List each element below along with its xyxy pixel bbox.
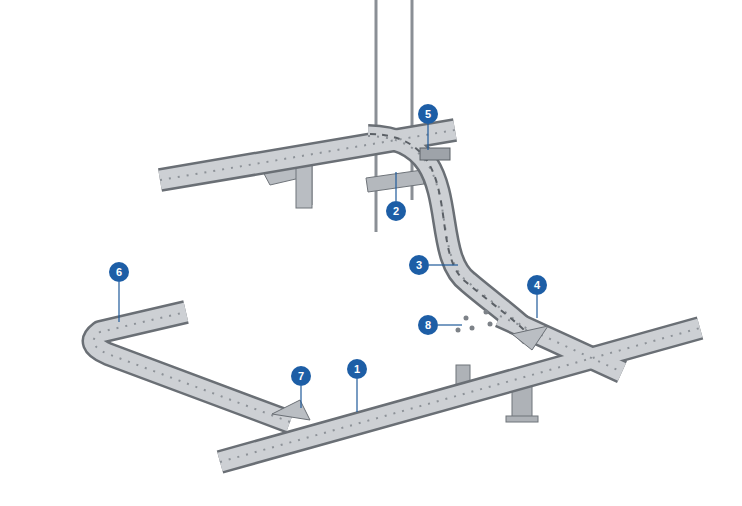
- leader-lines: [119, 124, 537, 412]
- callout-number: 7: [291, 366, 311, 386]
- bolts: [456, 310, 493, 333]
- callout-number: 2: [386, 201, 406, 221]
- callout-number: 6: [109, 262, 129, 282]
- callout-number: 1: [347, 359, 367, 379]
- hanger-rods: [376, 0, 412, 232]
- cable-trays: [94, 130, 700, 462]
- trapeze-beam: [366, 170, 424, 192]
- callout-number: 8: [418, 315, 438, 335]
- callout-discs: [109, 104, 547, 386]
- gusset-plates: [272, 326, 548, 420]
- splice-plate: [420, 148, 450, 160]
- callout-number: 4: [527, 275, 547, 295]
- callout-number: 3: [409, 255, 429, 275]
- callout-number: 5: [418, 104, 438, 124]
